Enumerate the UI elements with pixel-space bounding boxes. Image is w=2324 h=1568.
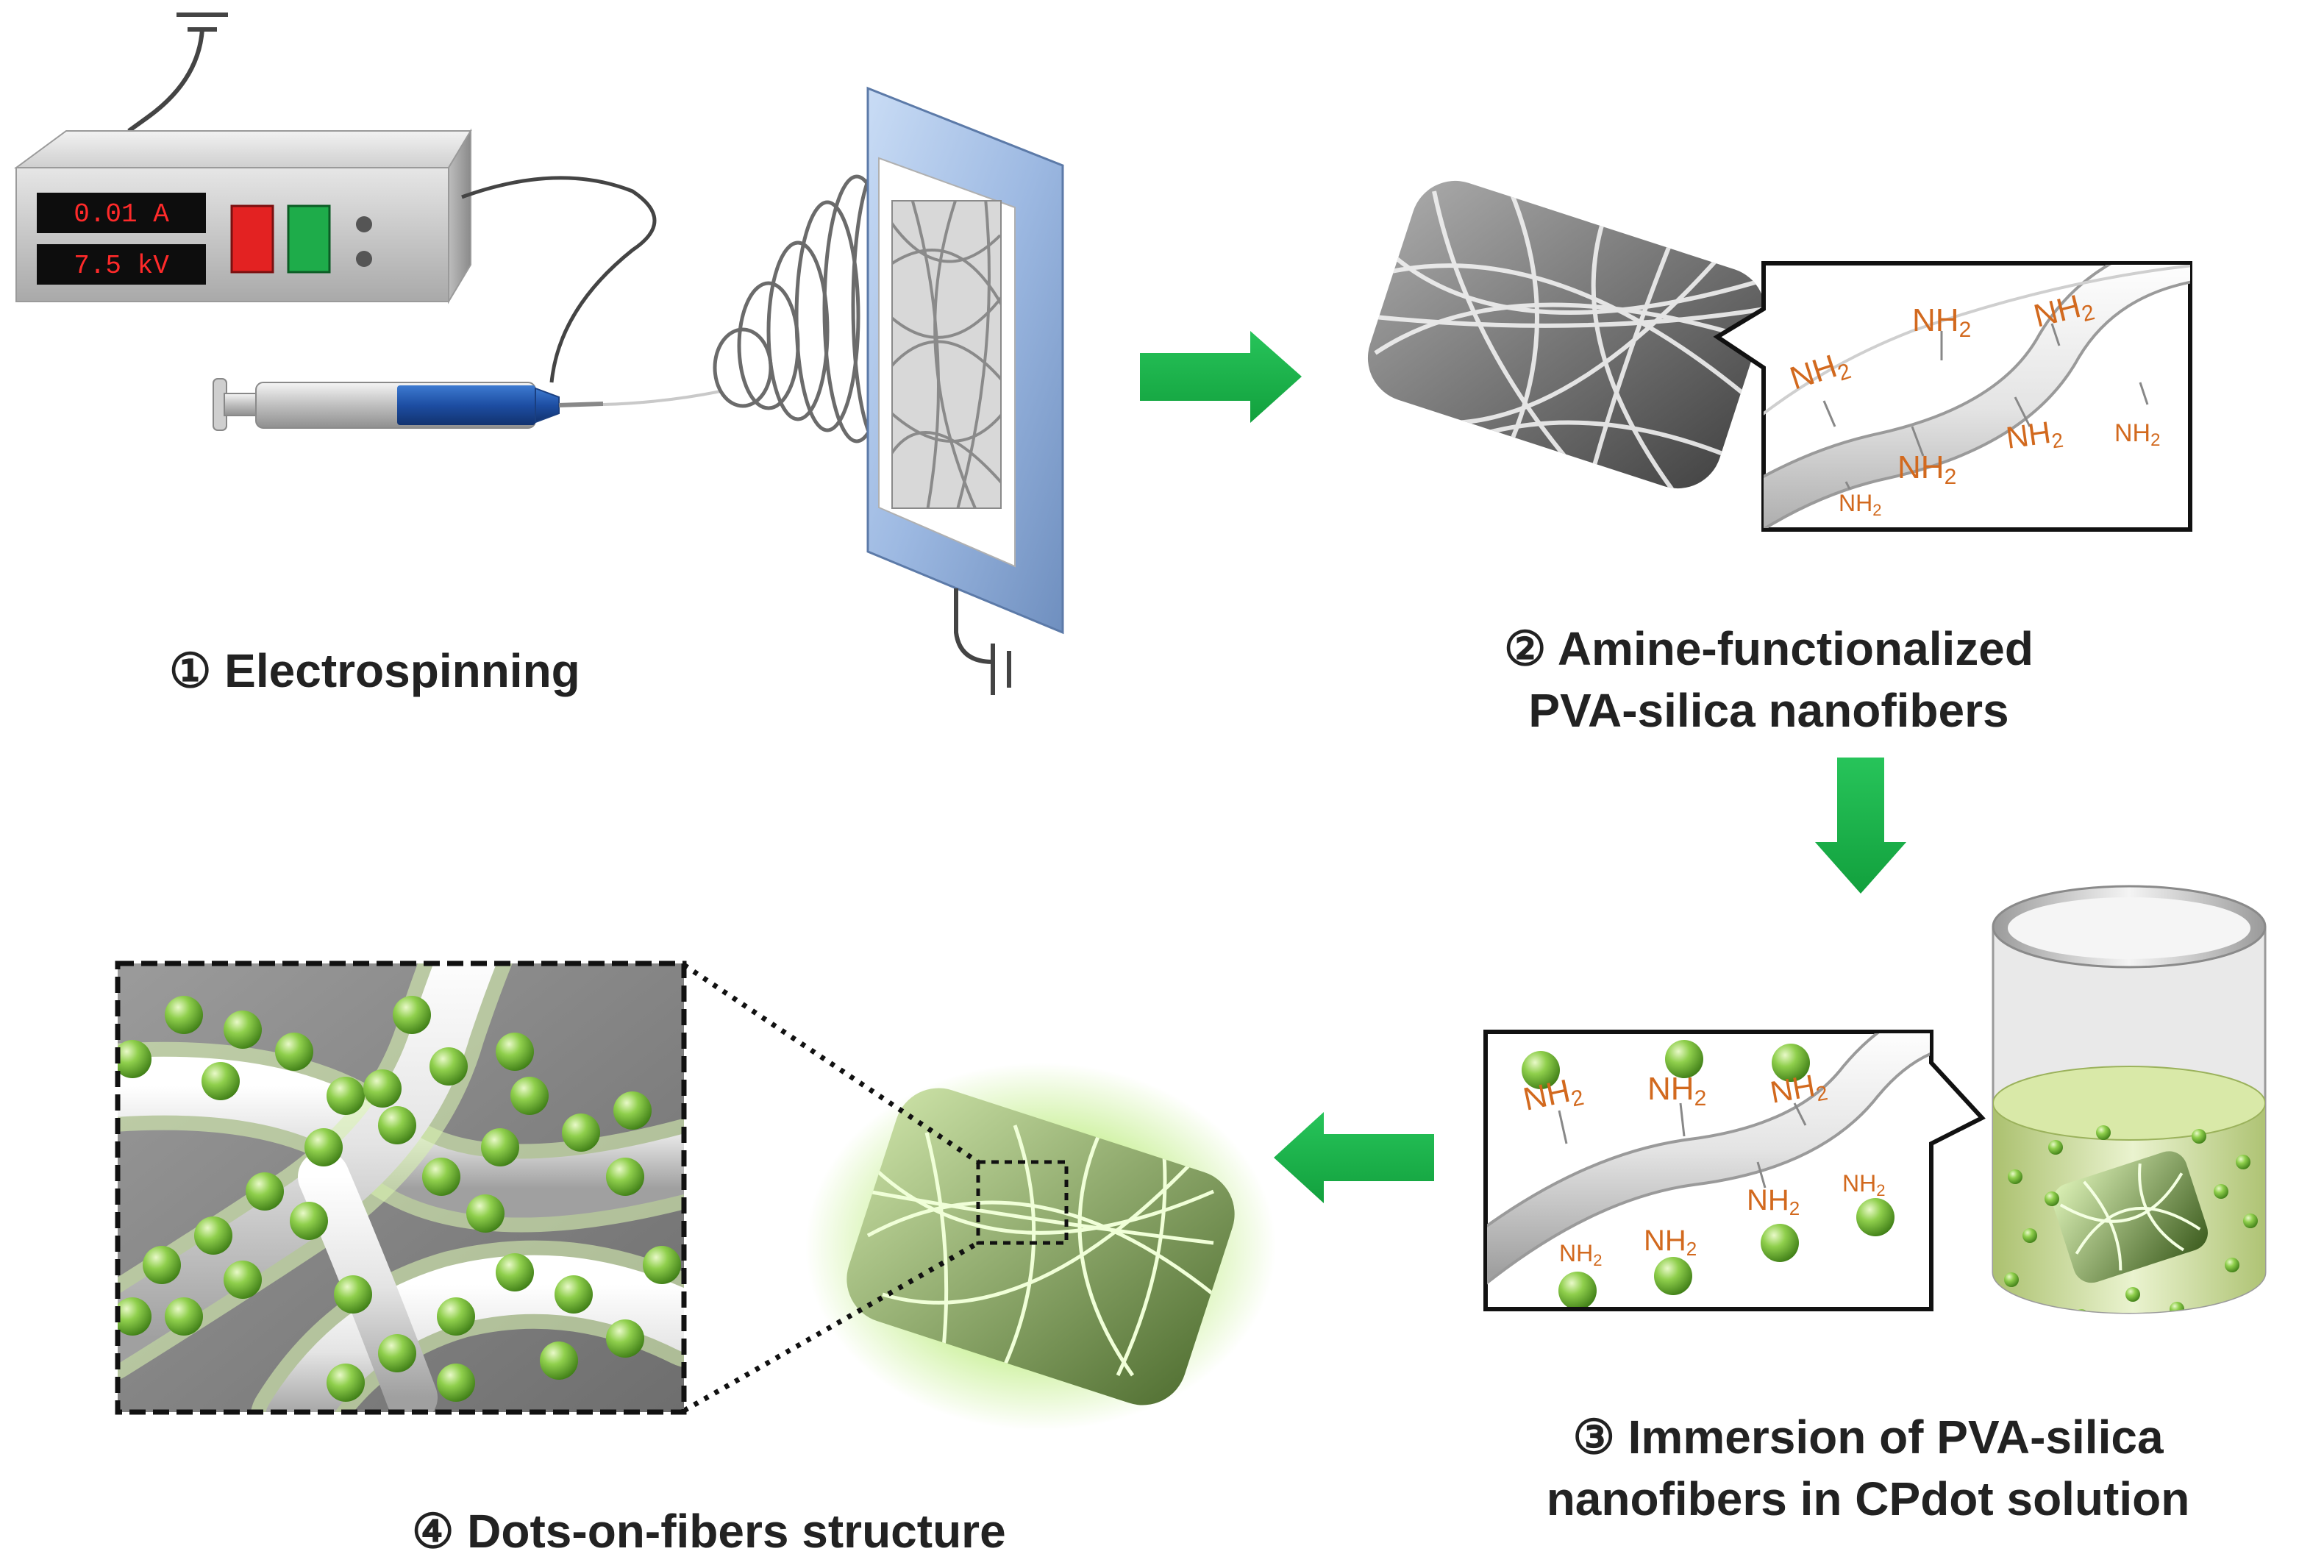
glowing-fiber-mat: [805, 1063, 1276, 1430]
voltage-display: [37, 244, 206, 285]
step3-label-line2: nanofibers in CPdot solution: [1546, 1472, 2190, 1525]
ground-symbol-icon: [127, 13, 228, 133]
zoom-connector-lines: [682, 963, 980, 1414]
current-display: [37, 193, 206, 233]
amine-zoom-panel: [1713, 261, 2192, 532]
arrow-down: [1815, 758, 1906, 894]
arrow-right-1: [1140, 331, 1302, 423]
svg-text:7.5 kV: 7.5 kV: [74, 251, 169, 281]
step3-label-line1: ③ Immersion of PVA-silica: [1572, 1411, 2164, 1464]
step2-label-line1: ② Amine-functionalized: [1504, 622, 2034, 675]
collector-plate: [866, 86, 1064, 695]
step1-label: ① Electrospinning: [169, 644, 580, 697]
cpdot-zoom-panel: [1483, 1030, 1986, 1311]
syringe: [213, 378, 721, 431]
step2-label-line2: PVA-silica nanofibers: [1528, 684, 2009, 737]
dots-on-fibers-zoom: [115, 961, 687, 1415]
red-switch: [230, 204, 274, 274]
step4-label: ④ Dots-on-fibers structure: [412, 1505, 1006, 1558]
cpdot-beaker: [1992, 885, 2267, 1314]
svg-text:0.01 A: 0.01 A: [74, 199, 169, 229]
ground-lead-icon: [954, 588, 1011, 695]
arrow-left: [1274, 1112, 1434, 1203]
green-switch: [287, 204, 331, 274]
power-supply: 0.01 A 7.5 kV: [13, 13, 657, 383]
